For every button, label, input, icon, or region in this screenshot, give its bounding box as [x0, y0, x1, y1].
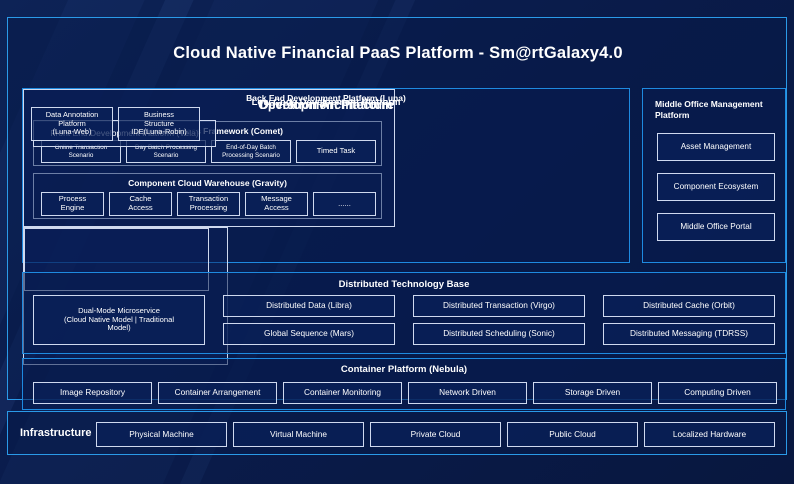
platform-card: Cloud Native Financial PaaS Platform - S…: [7, 17, 787, 410]
component-chip[interactable]: Message Access: [245, 192, 308, 216]
infrastructure-label: Infrastructure: [20, 427, 92, 439]
low-code-platform-title: Low Code Development Platform: [251, 97, 401, 108]
container-platform-panel: Container Platform (Nebula) Image Reposi…: [22, 358, 786, 410]
middle-office-item-chip[interactable]: Asset Management: [657, 133, 775, 161]
tech-base-chip[interactable]: Distributed Cache (Orbit): [603, 295, 775, 317]
back-end-tool-chip[interactable]: Data Annotation Platform (Luna-Web): [31, 107, 113, 141]
middle-office-item-chip[interactable]: Middle Office Portal: [657, 213, 775, 241]
tech-base-chip[interactable]: Global Sequence (Mars): [223, 323, 395, 345]
middle-office-item-chip[interactable]: Component Ecosystem: [657, 173, 775, 201]
infrastructure-panel: Infrastructure Physical Machine Virtual …: [7, 411, 787, 455]
component-chip[interactable]: Process Engine: [41, 192, 104, 216]
infrastructure-chip[interactable]: Public Cloud: [507, 422, 638, 447]
component-chip[interactable]: Transaction Processing: [177, 192, 240, 216]
container-platform-chip[interactable]: Storage Driven: [533, 382, 652, 404]
tech-base-chip[interactable]: Distributed Transaction (Virgo): [413, 295, 585, 317]
scenario-chip[interactable]: End-of-Day Batch Processing Scenario: [211, 140, 291, 163]
scenario-chip[interactable]: Timed Task: [296, 140, 376, 163]
component-cloud-warehouse-title: Component Cloud Warehouse (Gravity): [128, 178, 287, 188]
distributed-technology-base-panel: Distributed Technology Base Dual-Mode Mi…: [22, 272, 786, 354]
back-end-development-platform-title: Back End Development Platform (Luna): [246, 93, 406, 103]
development-platform-title: Development Platform: [259, 98, 393, 112]
middle-office-platform-title: Middle Office Management Platform: [655, 99, 763, 121]
infrastructure-chip[interactable]: Virtual Machine: [233, 422, 364, 447]
tech-base-chip[interactable]: Distributed Scheduling (Sonic): [413, 323, 585, 345]
distributed-technology-base-title: Distributed Technology Base: [338, 279, 470, 290]
container-platform-chip[interactable]: Computing Driven: [658, 382, 777, 404]
tech-base-chip[interactable]: Distributed Messaging (TDRSS): [603, 323, 775, 345]
low-code-development-platform-panel: Low Code Development Platform Operation …: [22, 88, 630, 365]
middle-office-management-platform-panel: Middle Office Management Platform Asset …: [642, 88, 786, 263]
component-chip[interactable]: Cache Access: [109, 192, 172, 216]
tech-base-chip[interactable]: Distributed Data (Libra): [223, 295, 395, 317]
container-platform-chip[interactable]: Container Monitoring: [283, 382, 402, 404]
container-platform-chip[interactable]: Image Repository: [33, 382, 152, 404]
infrastructure-chip[interactable]: Physical Machine: [96, 422, 227, 447]
infrastructure-chip[interactable]: Private Cloud: [370, 422, 501, 447]
dual-mode-microservice-chip[interactable]: Dual-Mode Microservice (Cloud Native Mod…: [33, 295, 205, 345]
infrastructure-chip[interactable]: Localized Hardware: [644, 422, 775, 447]
container-platform-chip[interactable]: Container Arrangement: [158, 382, 277, 404]
operation-architecture-title: Operation Architecture: [258, 98, 394, 112]
component-chip-more[interactable]: ......: [313, 192, 376, 216]
back-end-tool-chip[interactable]: Business Structure IDE(Luna-Robin): [118, 107, 200, 141]
container-platform-chip[interactable]: Network Driven: [408, 382, 527, 404]
container-platform-title: Container Platform (Nebula): [340, 364, 468, 375]
component-cloud-warehouse-panel: Component Cloud Warehouse (Gravity) Proc…: [33, 173, 382, 219]
page-title: Cloud Native Financial PaaS Platform - S…: [173, 44, 623, 62]
